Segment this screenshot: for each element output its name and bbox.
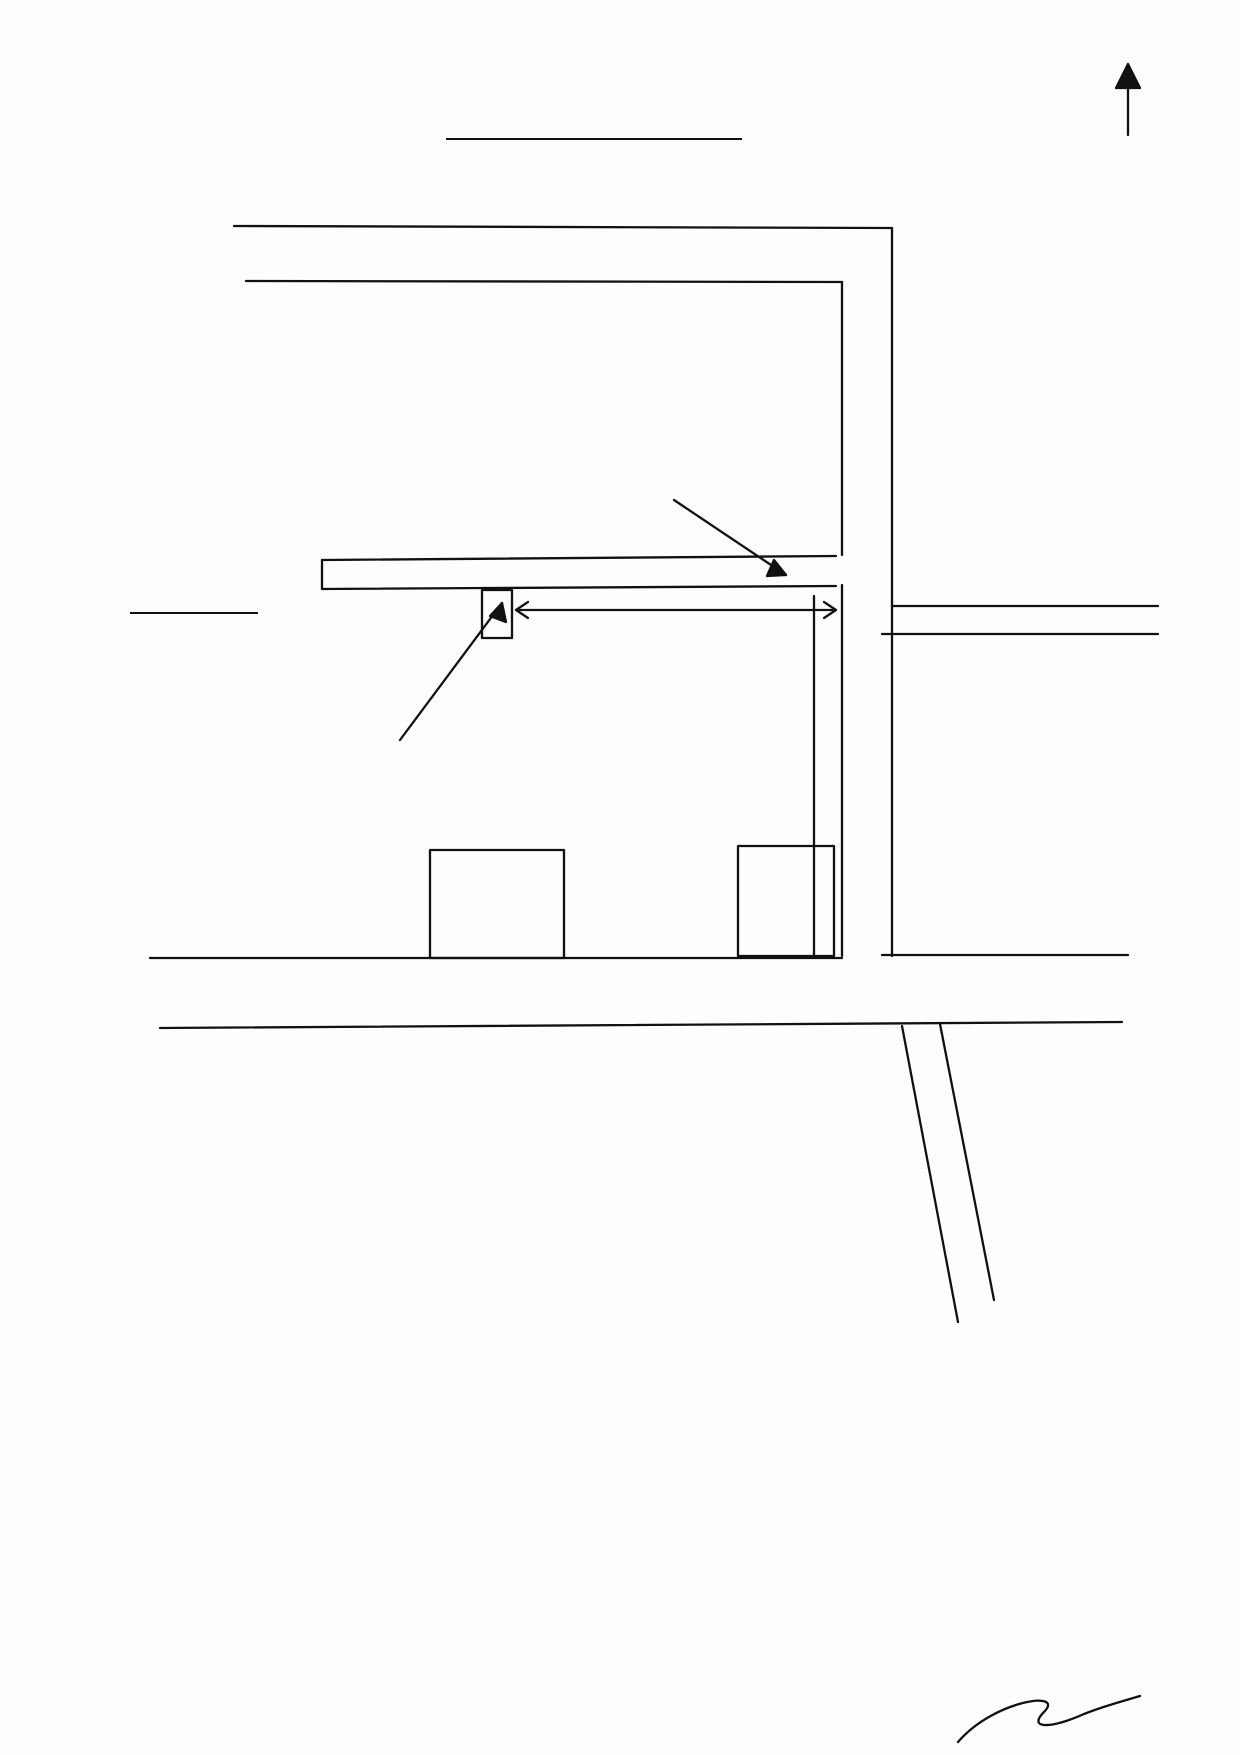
lower-soi-left-edge <box>900 1024 960 1324</box>
lower-soi-right-edge <box>938 1022 996 1302</box>
property-arrow <box>398 601 504 742</box>
north-arrow-head <box>1114 62 1142 90</box>
inner-lane-top-edge <box>320 554 838 562</box>
property-marker <box>480 588 514 640</box>
village-arrow <box>672 498 788 577</box>
right-shop-outline <box>736 844 836 958</box>
top-road-north-edge <box>232 224 894 230</box>
inner-lane-bottom-edge <box>320 584 838 591</box>
title-underline <box>446 138 742 140</box>
legend-title-underline <box>130 612 258 614</box>
top-road-south-edge <box>244 279 844 284</box>
left-shop-outline <box>428 848 566 960</box>
distance-arrow-head-right <box>822 600 838 620</box>
property-arrow-head <box>488 601 508 624</box>
main-road-south-edge <box>158 1020 1124 1030</box>
village-arrow-head <box>765 558 788 578</box>
distance-arrow-head-left <box>514 600 530 620</box>
signature-stroke <box>956 1694 1142 1744</box>
